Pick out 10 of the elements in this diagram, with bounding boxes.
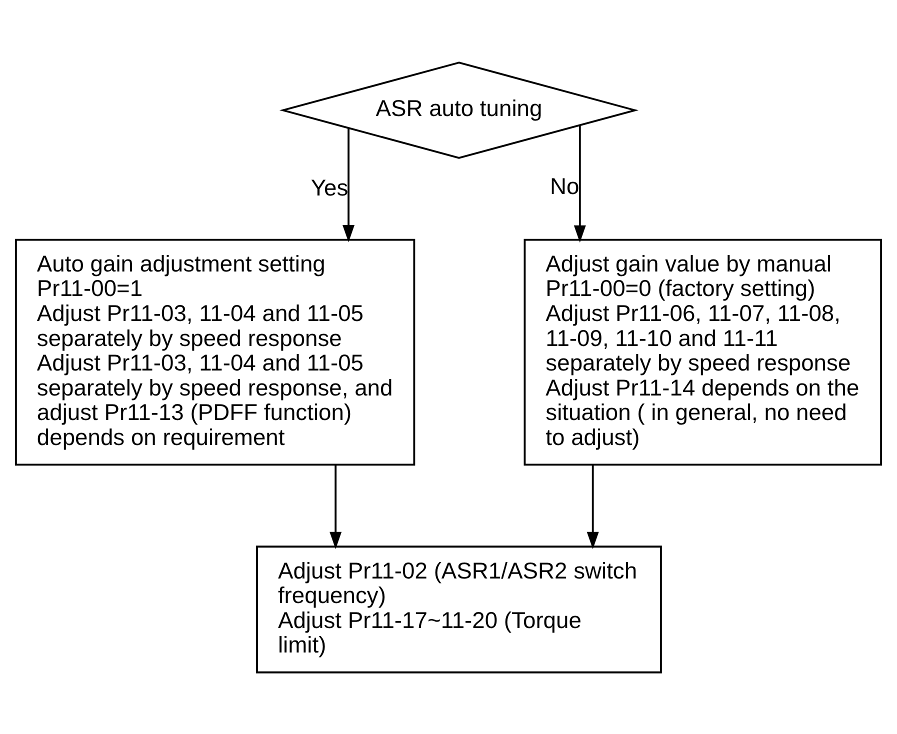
arrow [342,128,355,242]
edge-label: Yes [310,174,348,200]
arrow [586,464,599,549]
arrow [330,464,342,549]
node-box: Auto gain adjustment setting Pr11-00=1 Adjust Pr11-03, 11-04 and 11-05 separately by speed response Adjust Pr11-03, 11-04 and 11-05 separately by speed response, and adjust Pr11-13 (PDFF function) depends on requirement [15,238,416,466]
edge-label: No [550,172,580,199]
arrow [574,124,586,242]
node-diamond: ASR auto tuning [279,61,639,158]
node-box: Adjust gain value by manual Pr11-00=0 (factory setting) Adjust Pr11-06, 11-07, 11-08, 11-09, 11-10 and 11-11 separately by speed response Adjust Pr11-14 depends on the situation ( in general, no need to adjust) [524,238,882,466]
node-box: Adjust Pr11-02 (ASR1/ASR2 switch frequency) Adjust Pr11-17~11-20 (Torque limit) [256,545,662,673]
